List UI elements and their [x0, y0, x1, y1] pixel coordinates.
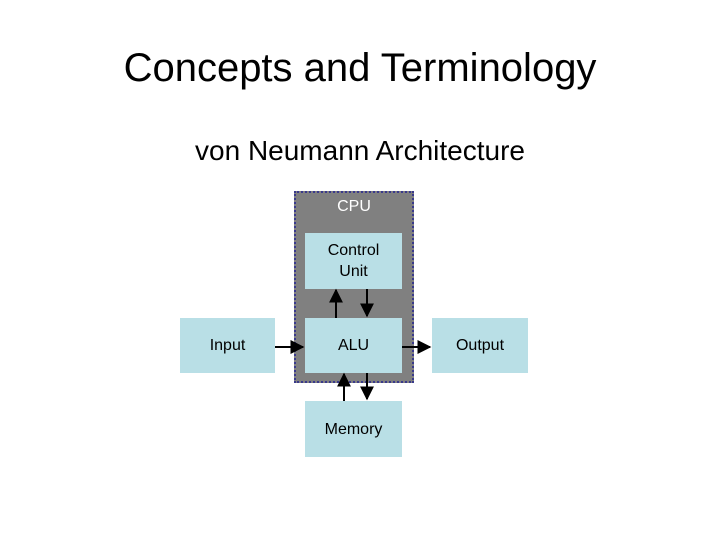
input-label: Input [209, 337, 246, 354]
memory-label: Memory [324, 420, 383, 438]
control-unit-box: Control Unit [305, 233, 402, 289]
input-box: Input [180, 318, 275, 373]
slide-subtitle: von Neumann Architecture [195, 135, 525, 166]
alu-label: ALU [337, 337, 370, 354]
output-box: Output [432, 318, 528, 373]
cpu-label: CPU [337, 198, 371, 215]
output-label: Output [455, 337, 505, 354]
memory-box: Memory [305, 401, 402, 457]
alu-box: ALU [305, 318, 402, 373]
slide-title: Concepts and Terminology [123, 46, 597, 90]
control-unit-label: Control Unit [327, 242, 380, 280]
